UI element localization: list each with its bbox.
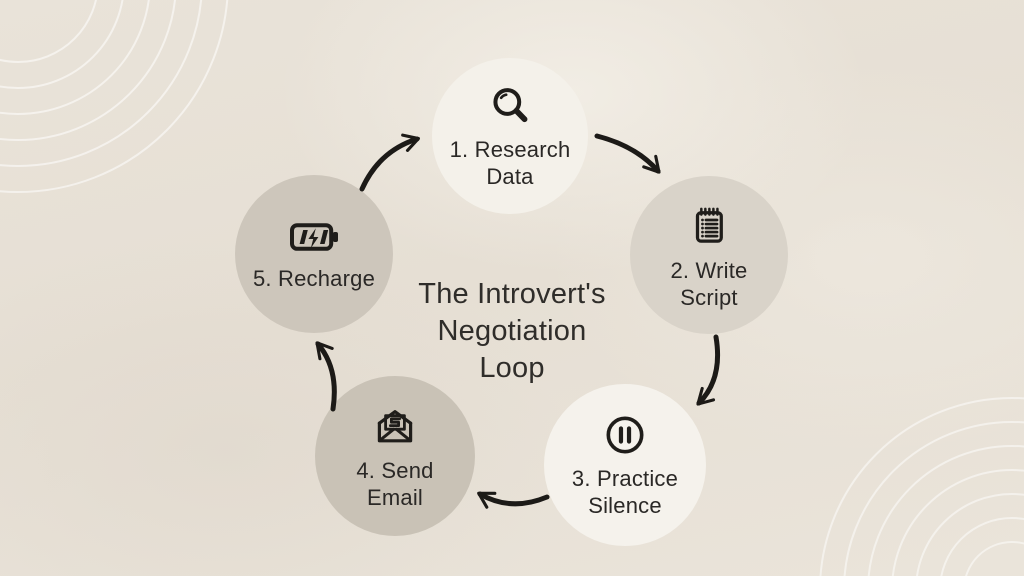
title-line-1: The Introvert's xyxy=(418,278,606,310)
bottom-right-rings xyxy=(819,397,1024,576)
arrow-practice-to-send xyxy=(477,491,550,509)
top-left-rings xyxy=(0,0,229,193)
step-label-line1: 4. Send xyxy=(356,457,434,483)
step-label-line1: 1. Research xyxy=(449,136,571,162)
battery-charging-icon xyxy=(290,223,338,251)
title-line-3: Loop xyxy=(479,352,545,384)
arrow-research-to-write xyxy=(594,133,661,174)
pause-icon xyxy=(606,416,644,453)
step-label-line1: 2. Write xyxy=(670,257,748,283)
step-label: 1. Research Data xyxy=(450,136,571,190)
title-line-2: Negotiation xyxy=(437,315,587,347)
step-label-line2: Data xyxy=(486,163,534,189)
step-label-line1: 3. Practice xyxy=(571,465,679,491)
step-label: 4. Send Email xyxy=(356,457,433,511)
open-envelope-icon xyxy=(377,409,413,442)
step-label: 5. Recharge xyxy=(253,265,375,292)
step-node-recharge: 5. Recharge xyxy=(235,175,393,333)
step-label-line2: Email xyxy=(366,484,423,510)
arrow-recharge-to-research xyxy=(359,133,420,192)
search-icon xyxy=(493,87,528,122)
step-node-send-email: 4. Send Email xyxy=(315,376,475,536)
step-node-research-data: 1. Research Data xyxy=(432,58,588,214)
notepad-icon xyxy=(695,207,723,243)
step-label-line2: Silence xyxy=(588,492,662,518)
step-label-line1: 5. Recharge xyxy=(252,266,376,291)
step-node-practice-silence: 3. Practice Silence xyxy=(544,384,706,546)
step-label: 3. Practice Silence xyxy=(572,465,678,519)
diagram-title: The Introvert's Negotiation Loop xyxy=(0,276,1024,387)
step-node-write-script: 2. Write Script xyxy=(630,176,788,334)
step-label: 2. Write Script xyxy=(671,257,748,311)
step-label-line2: Script xyxy=(680,284,738,310)
